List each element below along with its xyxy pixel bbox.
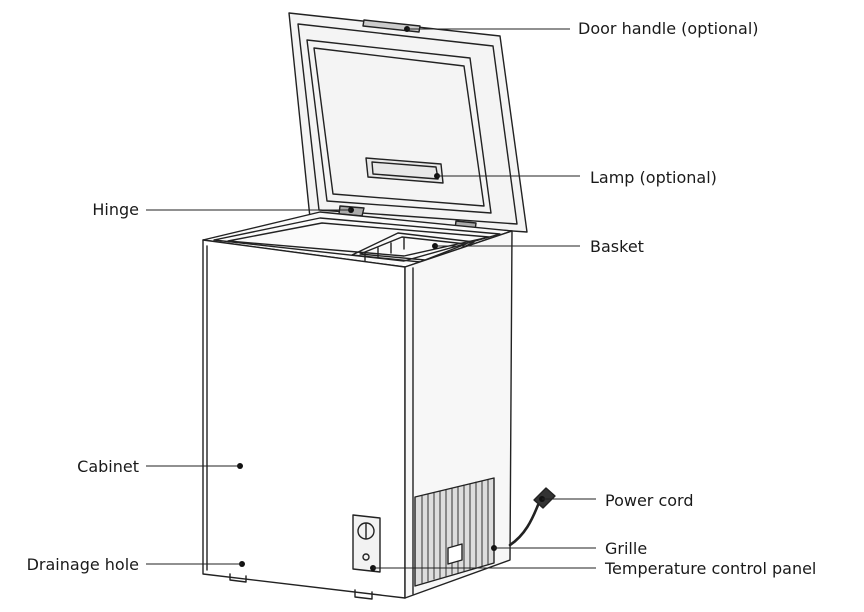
label-grille: Grille <box>605 539 648 558</box>
lamp-shape <box>365 157 444 184</box>
label-cabinet: Cabinet <box>77 457 139 476</box>
power-cord-shape <box>508 503 540 547</box>
label-basket: Basket <box>590 237 644 256</box>
label-drainage-hole: Drainage hole <box>26 555 139 574</box>
label-hinge: Hinge <box>92 200 139 219</box>
label-door-handle: Door handle (optional) <box>578 19 759 38</box>
lid-inner-rim <box>297 23 518 225</box>
label-power-cord: Power cord <box>605 491 694 510</box>
basket-shape <box>351 232 475 264</box>
lid-seal <box>306 39 492 214</box>
grille-shape <box>414 477 495 587</box>
label-lamp: Lamp (optional) <box>590 168 717 187</box>
label-temperature-control-panel: Temperature control panel <box>605 559 817 578</box>
